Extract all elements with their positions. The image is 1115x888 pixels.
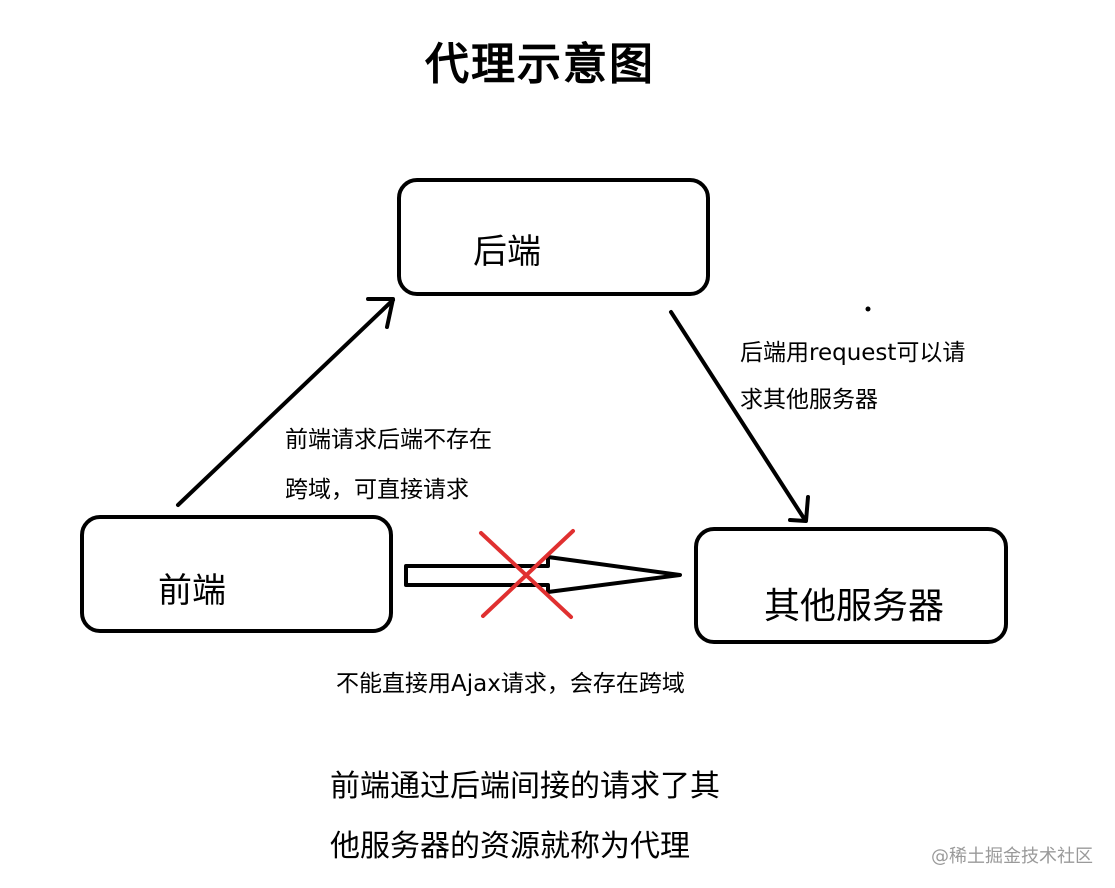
edge-label-line: 后端用request可以请 <box>740 340 966 366</box>
conclusion-line: 他服务器的资源就称为代理 <box>330 829 690 864</box>
node-other-servers: 其他服务器 <box>694 527 1008 644</box>
node-other-servers-label: 其他服务器 <box>764 586 945 627</box>
edge-label-line: 求其他服务器 <box>740 387 878 413</box>
edge-label-line: 前端请求后端不存在 <box>285 427 492 453</box>
arrow-frontend-to-other-blocked <box>404 555 682 594</box>
edge-label-frontend-to-other: 不能直接用Ajax请求，会存在跨域 <box>336 671 685 697</box>
arrow-backend-to-other <box>669 310 810 523</box>
node-frontend-label: 前端 <box>158 571 226 611</box>
stray-dot <box>865 306 871 312</box>
edge-label-line: 跨域，可直接请求 <box>285 477 469 503</box>
edge-label-frontend-to-backend: 前端请求后端不存在 跨域，可直接请求 <box>285 415 492 515</box>
conclusion-line: 前端通过后端间接的请求了其 <box>330 769 720 804</box>
arrow-frontend-to-backend <box>176 297 395 507</box>
node-frontend: 前端 <box>80 515 393 633</box>
page-title: 代理示意图 <box>425 39 655 90</box>
blocked-cross-mark <box>479 529 575 619</box>
watermark: @稀土掘金技术社区 <box>931 846 1093 867</box>
node-backend: 后端 <box>397 178 710 296</box>
edge-label-backend-to-other: 后端用request可以请 求其他服务器 <box>740 330 965 424</box>
conclusion-text: 前端通过后端间接的请求了其 他服务器的资源就称为代理 <box>330 757 720 877</box>
node-backend-label: 后端 <box>473 232 541 272</box>
